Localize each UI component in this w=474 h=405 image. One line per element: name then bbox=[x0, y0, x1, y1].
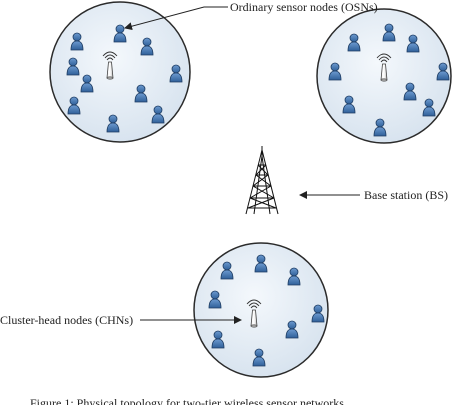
chn-label: Cluster-head nodes (CHNs) bbox=[0, 313, 134, 327]
base-station-tower-icon bbox=[245, 146, 279, 215]
cluster-top-right bbox=[316, 8, 452, 144]
osn-label: Ordinary sensor nodes (OSNs) bbox=[230, 0, 378, 14]
figure-caption: Figure 1: Physical topology for two-tier… bbox=[30, 396, 347, 405]
bs-label: Base station (BS) bbox=[364, 188, 448, 202]
cluster-top-left bbox=[49, 1, 191, 143]
cluster-bottom bbox=[193, 242, 329, 378]
osn-callout-arrow bbox=[124, 6, 228, 31]
callout-lines bbox=[124, 6, 360, 324]
